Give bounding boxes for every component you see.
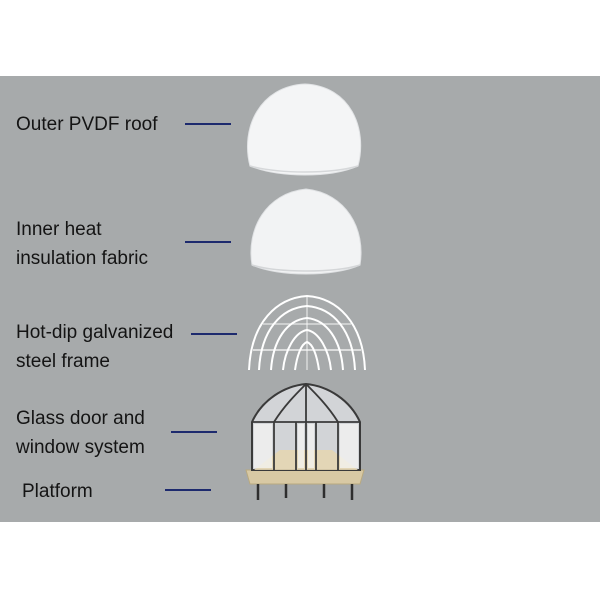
steel-frame-arches <box>248 294 366 371</box>
label-inner-heat-insulation-fabric: Inner heat insulation fabric <box>16 219 149 269</box>
label-platform: Platform <box>22 481 93 502</box>
label-outer-pvdf-roof: Outer PVDF roof <box>16 114 158 135</box>
inner-fabric-shell <box>250 188 362 275</box>
leader-line-platform <box>165 489 211 491</box>
leader-line-inner-fabric <box>185 241 231 243</box>
label-glass-door-window-system: Glass door and window system <box>16 408 145 458</box>
leader-line-outer-roof <box>185 123 231 125</box>
leader-line-steel-frame <box>191 333 237 335</box>
glass-dome-assembly <box>245 382 365 500</box>
leader-line-glass-system <box>171 431 217 433</box>
outer-roof-shell <box>246 83 362 176</box>
platform-deck <box>245 469 365 485</box>
label-hot-dip-galvanized-steel-frame: Hot-dip galvanized steel frame <box>16 322 174 372</box>
